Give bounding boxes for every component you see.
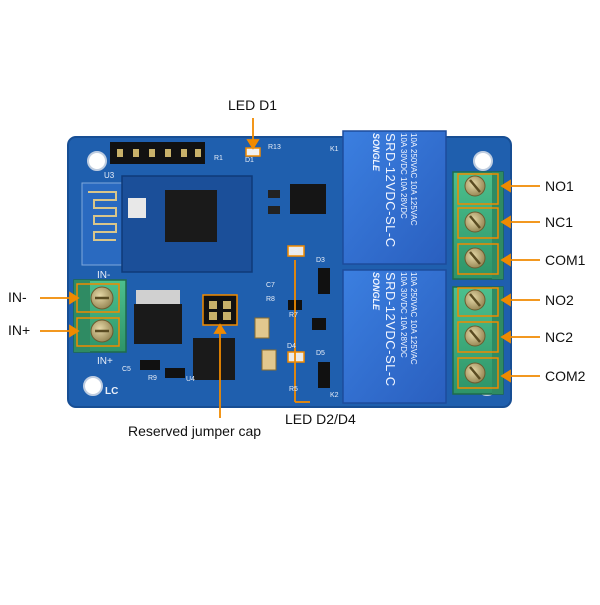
- silk-u4: U4: [186, 376, 195, 383]
- smd-component: [268, 190, 280, 198]
- silk-d3: D3: [316, 257, 325, 264]
- input-terminal-block: [73, 279, 127, 353]
- bluetooth-module: [81, 175, 253, 273]
- silk-c8: C8: [289, 248, 298, 255]
- diode-d5: [318, 362, 330, 388]
- leader-lines: [40, 118, 540, 418]
- silk-c7: C7: [266, 282, 275, 289]
- relay-k2: [342, 269, 447, 404]
- relay2-terminal-block: [452, 286, 504, 395]
- relay2-text: 10A 250VAC 10A 125VAC 10A 30VDC 10A 28VD…: [343, 270, 446, 403]
- smd-component: [268, 206, 280, 214]
- silk-c5: C5: [122, 366, 131, 373]
- label-com1: COM1: [545, 252, 586, 268]
- capacitor: [254, 317, 270, 339]
- ic-u4: [193, 338, 235, 380]
- relay1-text: 10A 250VAC 10A 125VAC 10A 30VDC 10A 28VD…: [343, 131, 446, 264]
- driver-ic: [290, 184, 326, 214]
- silk-r5: R5: [289, 386, 298, 393]
- bt-chip: [165, 190, 217, 242]
- crystal: [128, 198, 146, 218]
- pin-header: [110, 142, 205, 164]
- label-no1: NO1: [545, 178, 574, 194]
- label-nc2: NC2: [545, 329, 574, 345]
- mount-hole: [473, 151, 493, 171]
- led-d2: [287, 245, 305, 257]
- label-led-d1: LED D1: [228, 97, 278, 113]
- mount-hole: [87, 151, 107, 171]
- relay2-brand: SONGLE: [371, 272, 381, 311]
- silk-r13: R13: [268, 144, 281, 151]
- silk-r1: R1: [214, 155, 223, 162]
- label-nc1: NC1: [545, 214, 574, 230]
- silk-d4: D4: [287, 343, 296, 350]
- silk-in-plus: IN+: [97, 356, 113, 367]
- label-jumper: Reserved jumper cap: [128, 423, 262, 439]
- pcb-antenna: [88, 191, 117, 241]
- label-no2: NO2: [545, 292, 574, 308]
- diode-d3: [318, 268, 330, 294]
- label-in-minus: IN-: [8, 289, 27, 305]
- relay1-spec-line-1: 10A 250VAC 10A 125VAC: [409, 133, 418, 226]
- silk-k1: K1: [330, 146, 339, 153]
- relay1-spec-line-2: 10A 30VDC 10A 28VDC: [399, 133, 408, 219]
- relay2-model: SRD-12VDC-SL-C: [383, 272, 398, 387]
- led-d4: [287, 351, 305, 363]
- voltage-regulator: [134, 290, 182, 344]
- silk-u3: U3: [104, 171, 115, 180]
- silk-lc: LC: [105, 386, 119, 397]
- relay1-model: SRD-12VDC-SL-C: [383, 133, 398, 248]
- jumper-header: [202, 294, 238, 326]
- capacitor: [261, 349, 277, 371]
- label-in-plus: IN+: [8, 322, 31, 338]
- silk-r7: R7: [289, 312, 298, 319]
- relay2-spec-line-1: 10A 250VAC 10A 125VAC: [409, 272, 418, 365]
- relay1-terminal-block: [452, 171, 504, 280]
- transistor: [312, 318, 326, 330]
- resistor: [140, 360, 160, 370]
- relay-k1: [342, 130, 447, 265]
- silk-in-minus: IN-: [97, 270, 111, 281]
- mount-hole: [83, 376, 103, 396]
- resistor: [165, 368, 185, 378]
- silk-d1: D1: [245, 157, 254, 164]
- terminal-highlights: [76, 173, 499, 389]
- relay2-spec-line-2: 10A 30VDC 10A 28VDC: [399, 272, 408, 358]
- silk-d5: D5: [316, 350, 325, 357]
- relay1-brand: SONGLE: [371, 133, 381, 172]
- silk-k2: K2: [330, 392, 339, 399]
- silk-r8: R8: [266, 296, 275, 303]
- label-com2: COM2: [545, 368, 586, 384]
- label-led-d2d4: LED D2/D4: [285, 411, 356, 427]
- silk-r9: R9: [148, 375, 157, 382]
